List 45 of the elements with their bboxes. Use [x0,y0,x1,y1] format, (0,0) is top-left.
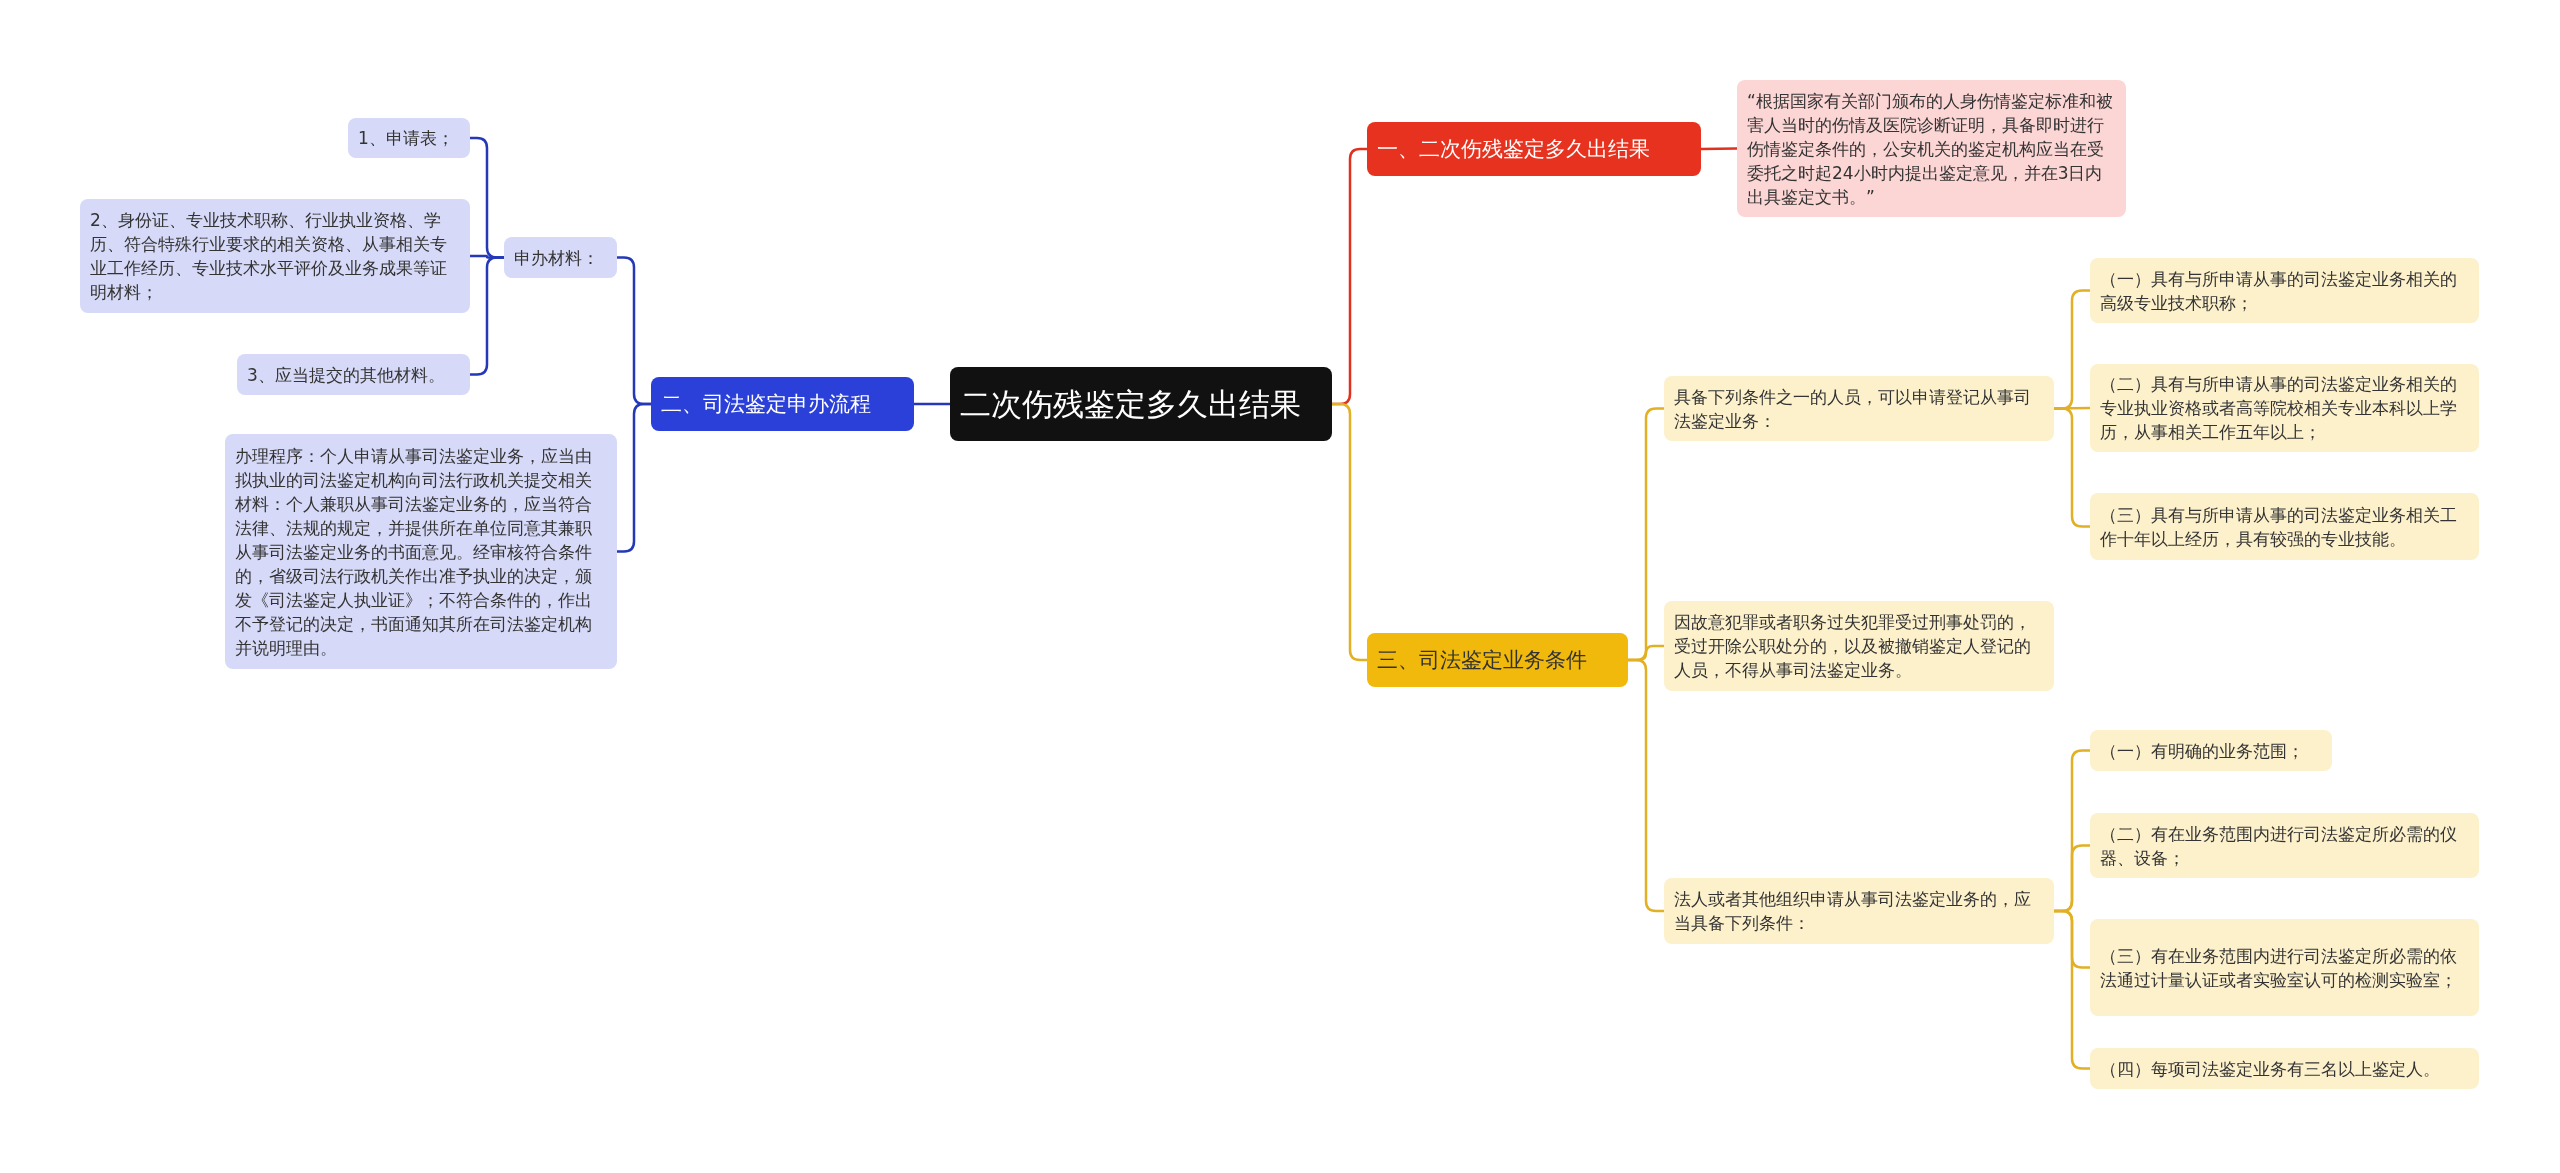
connector [914,402,950,406]
connector [2054,909,2090,1070]
topic-text: 1、申请表； [358,127,454,150]
topic-text: 二、司法鉴定申办流程 [661,391,871,418]
topic-text: 二次伤残鉴定多久出结果 [960,385,1301,424]
subtopic-card [2090,493,2479,560]
central-topic [950,367,1332,441]
topic-text: 3、应当提交的其他材料。 [247,363,445,387]
subtopic-card [2090,919,2479,1016]
subtopic-card [1664,878,2054,944]
subtopic-card [80,199,470,313]
topic-text: 申办材料： [514,246,599,270]
topic-text: “根据国家有关部门颁布的人身伤情鉴定标准和被害人当时的伤情及医院诊断证明，具备即时进行伤情鉴定条件的，公安机关的鉴定机构应当在受委托之时起24小时内提出鉴定意见，并在3日内出具鉴定文书。” [1747,89,2114,209]
subtopic-card [1664,601,2054,691]
connector [1628,658,1664,913]
topic-text: 一、二次伤残鉴定多久出结果 [1377,136,1650,163]
topic-text: 2、身份证、专业技术职称、行业执业资格、学历、符合特殊行业要求的相关资格、从事相关专业工作经历、专业技术水平评价及业务成果等证明材料； [90,209,448,304]
subtopic-card [2090,364,2479,452]
topic-text: （四）每项司法鉴定业务有三名以上鉴定人。 [2100,1057,2440,1081]
branch-topic [1367,122,1701,176]
subtopic-card [2090,730,2332,771]
topic-text: 因故意犯罪或者职务过失犯罪受过刑事处罚的，受过开除公职处分的，以及被撤销鉴定人登记的人员，不得从事司法鉴定业务。 [1674,611,2032,682]
subtopic-card [348,118,470,158]
topic-text: （一）有明确的业务范围； [2100,739,2304,763]
topic-text: 具备下列条件之一的人员，可以申请登记从事司法鉴定业务： [1674,385,2032,433]
subtopic-card [237,354,470,395]
subtopic-card [2090,1048,2479,1089]
subtopic-card [225,434,617,669]
topic-text: 办理程序：个人申请从事司法鉴定业务，应当由拟执业的司法鉴定机构向司法行政机关提交相关材料：个人兼职从事司法鉴定业务的，应当符合法律、法规的规定，并提供所在单位同意其兼职从事司法鉴定业务的书面意见。经审核符合条件的，省级司法行政机关作出准予执业的决定，颁发《司法鉴定人执业证》；不符合条件的，作出不予登记的决定，书面通知其所在司法鉴定机构并说明理由。 [235,444,593,660]
topic-text: 法人或者其他组织申请从事司法鉴定业务的，应当具备下列条件： [1674,888,2032,935]
topic-text: （二）有在业务范围内进行司法鉴定所必需的仪器、设备； [2100,822,2458,870]
subtopic-card [2090,813,2479,878]
connector [1701,147,1737,151]
subtopic-card [504,237,617,278]
topic-text: （三）具有与所申请从事的司法鉴定业务相关工作十年以上经历，具有较强的专业技能。 [2100,503,2458,551]
subtopic-card [1737,80,2126,217]
topic-text: （二）具有与所申请从事的司法鉴定业务相关的专业执业资格或者高等院校相关专业本科以上学历，从事相关工作五年以上； [2100,373,2458,444]
subtopic-card [2090,258,2479,323]
topic-text: （一）具有与所申请从事的司法鉴定业务相关的高级专业技术职称； [2100,267,2458,315]
subtopic-card [1664,376,2054,441]
topic-text: （三）有在业务范围内进行司法鉴定所必需的依法通过计量认证或者实验室认可的检测实验室； [2100,944,2458,992]
branch-topic [1367,633,1628,687]
branch-topic [651,377,914,431]
topic-text: 三、司法鉴定业务条件 [1377,647,1587,674]
connector [2054,407,2090,528]
